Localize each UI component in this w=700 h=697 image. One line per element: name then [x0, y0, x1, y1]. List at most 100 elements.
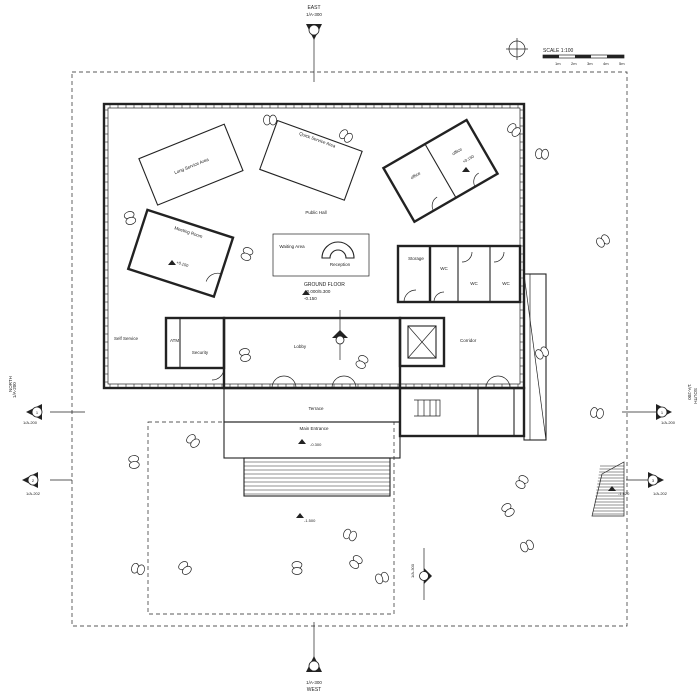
- marker-ref: 1/A-200: [661, 420, 676, 425]
- tree-icon: [186, 434, 200, 448]
- lobby-label: Lobby: [294, 344, 307, 349]
- storage-wc-block: Storage WC WC WC: [396, 244, 522, 304]
- tree-icon: [375, 571, 389, 585]
- section-marker-mid: 1/A-300: [410, 548, 432, 600]
- svg-text:1/A-300: 1/A-300: [306, 680, 322, 685]
- marker-ref: 1/A-200: [23, 420, 38, 425]
- tree-icon: [520, 539, 534, 553]
- external-ramp-hatch: [591, 461, 625, 517]
- tree-leaf: [348, 530, 357, 542]
- svg-text:3: 3: [652, 478, 655, 483]
- tree-leaf: [128, 461, 140, 469]
- svg-text:-0.150: -0.150: [304, 296, 317, 301]
- scale-tick: 5m: [619, 61, 625, 66]
- meeting-room: Meeting Room +0.150: [126, 208, 235, 299]
- tree-icon: [596, 234, 610, 248]
- tree-icon: [507, 123, 521, 137]
- tree-leaf: [504, 508, 515, 517]
- tree-leaf: [515, 480, 526, 489]
- tree-leaf: [349, 559, 360, 569]
- elevator-core: [398, 316, 446, 368]
- tree-leaf: [125, 216, 137, 225]
- svg-text:EAST: EAST: [307, 5, 320, 11]
- reception-label: Reception: [330, 262, 351, 267]
- tree-leaf: [136, 564, 145, 576]
- office-label: office: [451, 146, 463, 156]
- scale-bar: SCALE 1:100 1m 2m 3m 4m 5m: [506, 38, 625, 66]
- svg-text:Terrace: Terrace: [308, 406, 324, 411]
- marker-num: 1: [661, 410, 664, 415]
- tree-icon: [349, 555, 363, 569]
- svg-text:1/A-202: 1/A-202: [26, 491, 41, 496]
- terrace: Terrace: [223, 387, 401, 423]
- tree-leaf: [182, 565, 192, 575]
- tree-icon: [178, 561, 192, 575]
- tree-icon: [535, 346, 549, 360]
- svg-text:Main Entrance: Main Entrance: [299, 426, 329, 431]
- section-marker-north: NORTH 1/A-200: [8, 376, 43, 420]
- tree-icon: [263, 114, 277, 126]
- main-entrance: Main Entrance -0.300: [147, 421, 401, 615]
- scale-tick: 4m: [603, 61, 609, 66]
- tree-leaf: [269, 114, 277, 126]
- entrance-steps: [243, 457, 391, 497]
- self-service-label: Self Service: [114, 336, 139, 341]
- tree-icon: [128, 455, 140, 469]
- office-block: office office +0.150: [381, 118, 500, 224]
- level-triangle: [608, 486, 616, 491]
- section-marker-2-left: 2 1/A-202: [22, 472, 41, 496]
- tree-icon: [131, 562, 145, 576]
- section-marker-3-right: 3 1/A-202: [647, 472, 668, 496]
- tree-leaf: [240, 354, 251, 362]
- svg-text:WC: WC: [440, 266, 448, 271]
- svg-text:1/A-200: 1/A-200: [12, 382, 17, 398]
- scale-tick: 1m: [555, 61, 561, 66]
- corridor-label: Corridor: [460, 338, 477, 343]
- tree-icon: [339, 129, 353, 143]
- svg-text:WC: WC: [502, 281, 510, 286]
- tree-icon: [343, 528, 357, 542]
- lobby-block: Lobby: [222, 316, 402, 390]
- waiting-area: Waiting Area Reception: [272, 233, 370, 277]
- svg-text:Waiting Area: Waiting Area: [279, 244, 305, 249]
- public-hall-label: Public Hall: [305, 210, 326, 215]
- tree-icon: [501, 503, 515, 517]
- ground-floor-tag: GROUND FLOOR +0.000/5.300 -0.150: [304, 282, 345, 301]
- svg-text:1/A-300: 1/A-300: [410, 563, 415, 578]
- section-marker-east: EAST 1/A-300: [306, 5, 322, 40]
- svg-text:1/A-202: 1/A-202: [653, 491, 668, 496]
- tree-leaf: [541, 148, 549, 160]
- tree-leaf: [596, 408, 604, 419]
- plaza-level: -1.500: [304, 518, 316, 523]
- level-triangle: [296, 513, 304, 518]
- svg-text:2: 2: [32, 478, 35, 483]
- tree-leaf: [535, 349, 544, 360]
- level-markers: [168, 167, 616, 518]
- section-marker-lobby: [332, 310, 348, 360]
- security-block: ATM Security: [164, 316, 226, 381]
- tree-icon: [355, 355, 369, 369]
- atm-label: ATM: [170, 338, 179, 343]
- section-marker-west: 1/A-300 WEST: [306, 656, 322, 693]
- tree-leaf: [596, 237, 605, 248]
- tree-leaf: [520, 541, 529, 553]
- tree-leaf: [511, 127, 521, 137]
- level-triangle: [462, 167, 470, 172]
- tree-icon: [123, 211, 137, 225]
- tree-leaf: [291, 567, 303, 575]
- level-triangle: [298, 439, 306, 444]
- tree-leaf: [343, 132, 353, 143]
- svg-text:WC: WC: [470, 281, 478, 286]
- side-ramp: [523, 273, 547, 441]
- level-label: +0.150: [176, 260, 190, 269]
- tree-icon: [239, 348, 251, 362]
- level-triangle: [168, 260, 176, 265]
- svg-text:SOUTH: SOUTH: [693, 388, 698, 404]
- scale-label: SCALE 1:100: [543, 48, 574, 54]
- tree-icon: [515, 475, 529, 489]
- level-triangle: [302, 290, 310, 295]
- tree-leaf: [240, 252, 252, 261]
- section-marker-south: 1/A-200 SOUTH: [656, 384, 698, 420]
- level-label: -0.300: [310, 442, 322, 447]
